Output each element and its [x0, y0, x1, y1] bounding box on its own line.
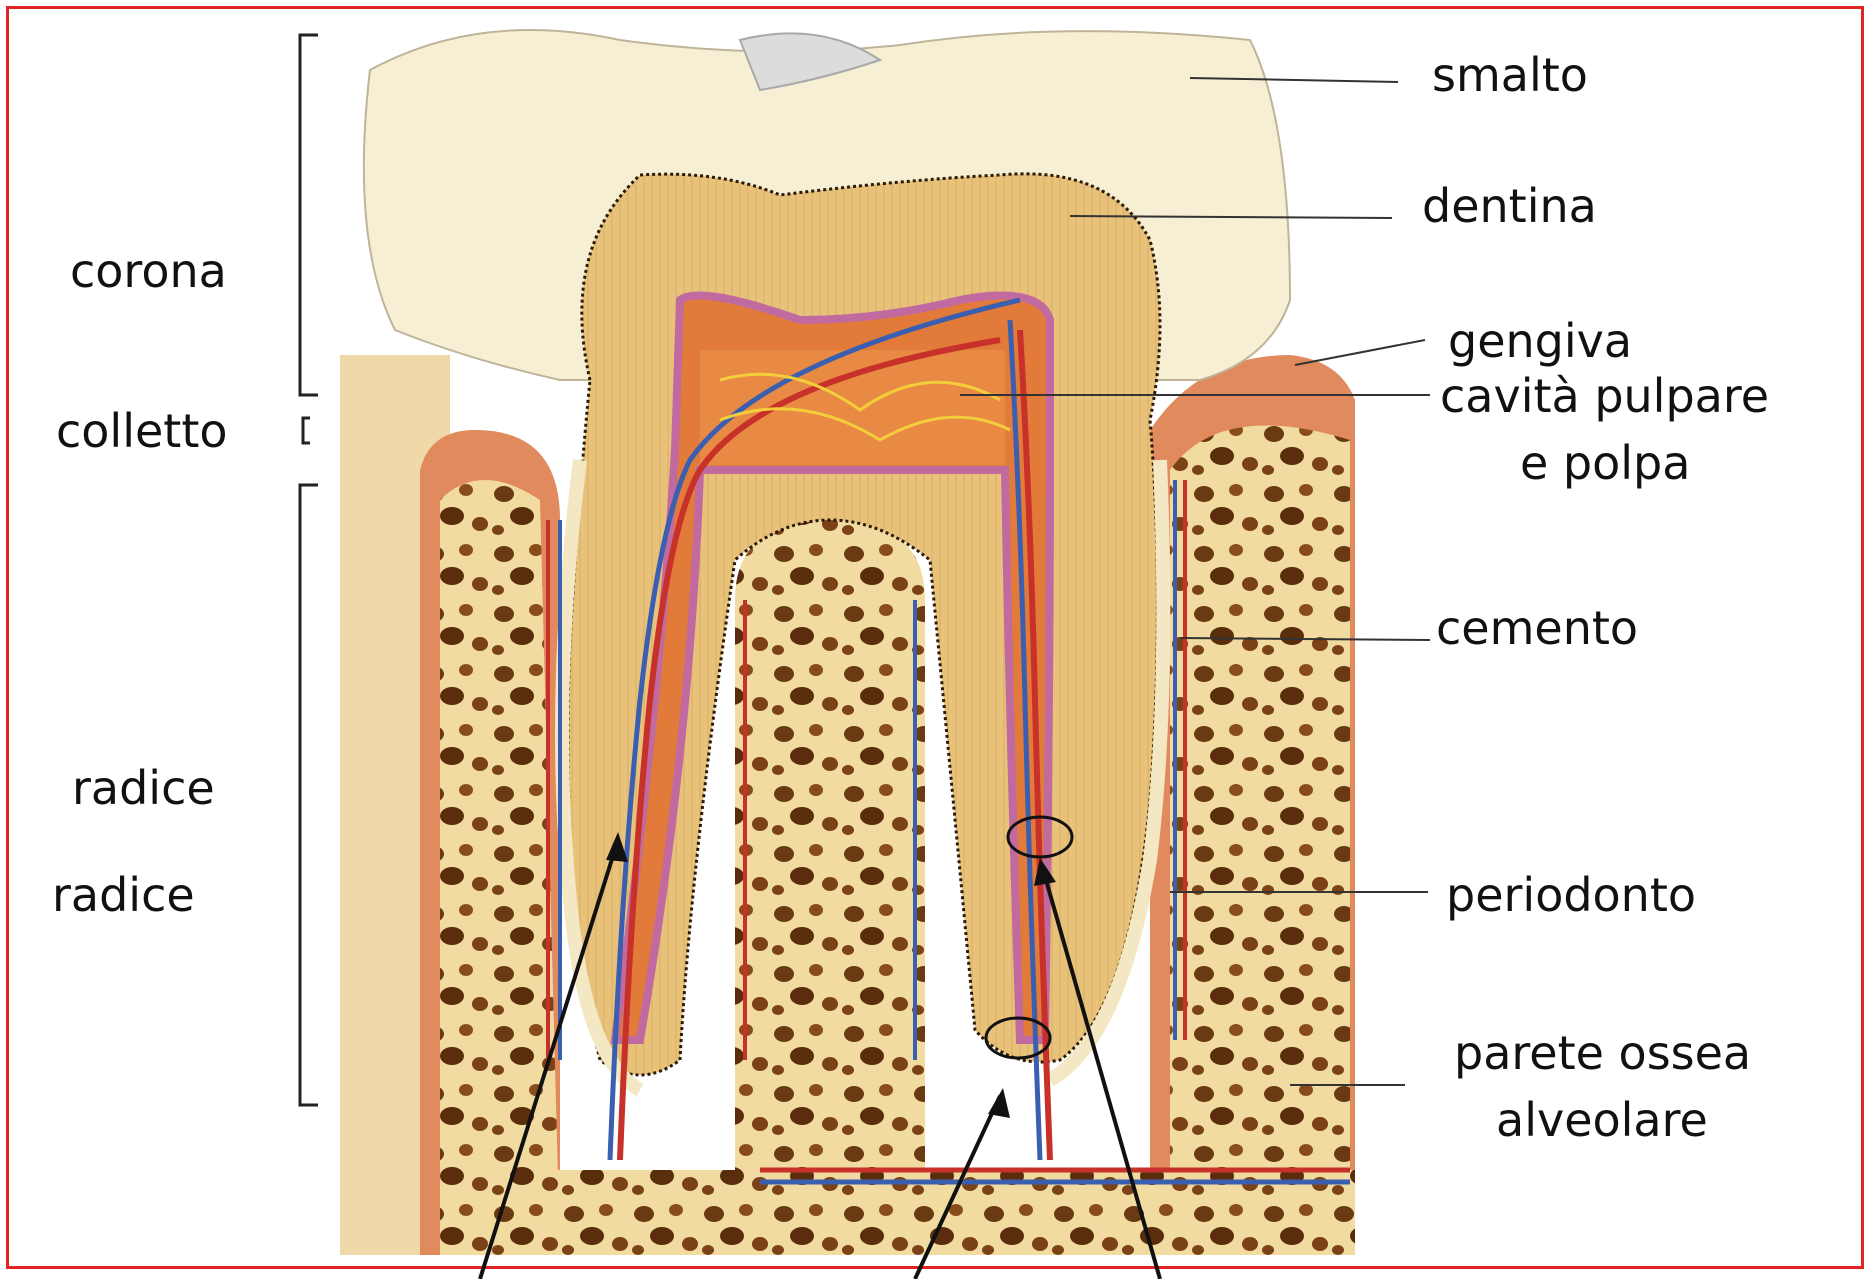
label-cavita-line1: cavità pulpare: [1440, 373, 1769, 419]
bracket-colletto: [303, 418, 310, 443]
label-radice-1: radice: [72, 765, 215, 811]
label-smalto: smalto: [1432, 52, 1588, 98]
left-alveolar-bone: [440, 480, 560, 1255]
label-parete-line2: alveolare: [1496, 1097, 1708, 1143]
label-cemento: cemento: [1436, 605, 1638, 651]
label-radice-2: radice: [52, 872, 195, 918]
label-gengiva: gengiva: [1448, 318, 1632, 364]
label-corona: corona: [70, 248, 227, 294]
bracket-radice: [300, 485, 318, 1105]
bracket-corona: [300, 35, 318, 395]
interradicular-bone: [735, 520, 925, 1175]
label-periodonto: periodonto: [1446, 872, 1696, 918]
right-alveolar-bone: [1170, 425, 1350, 1255]
label-cavita-line2: e polpa: [1520, 440, 1690, 486]
label-dentina: dentina: [1422, 183, 1597, 229]
leader-gengiva: [1295, 340, 1425, 365]
label-parete-line1: parete ossea: [1454, 1030, 1751, 1076]
label-colletto: colletto: [56, 408, 228, 454]
